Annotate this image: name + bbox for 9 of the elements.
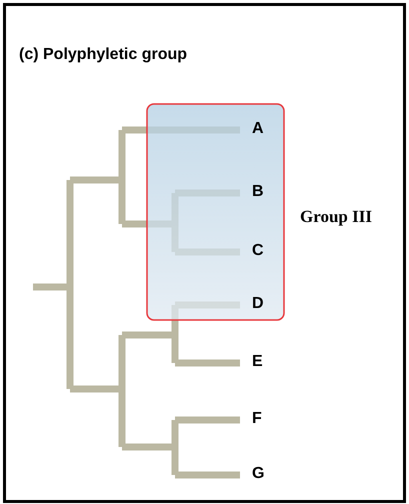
diagram-title: (c) Polyphyletic group bbox=[19, 47, 188, 63]
taxon-label: B bbox=[252, 184, 264, 200]
taxon-label: E bbox=[252, 354, 263, 370]
taxon-label: G bbox=[252, 466, 264, 482]
taxon-label: C bbox=[252, 243, 264, 259]
taxon-label: F bbox=[252, 411, 262, 427]
group-label: Group III bbox=[300, 208, 372, 225]
taxon-label: A bbox=[252, 121, 264, 137]
taxon-label: D bbox=[252, 296, 264, 312]
